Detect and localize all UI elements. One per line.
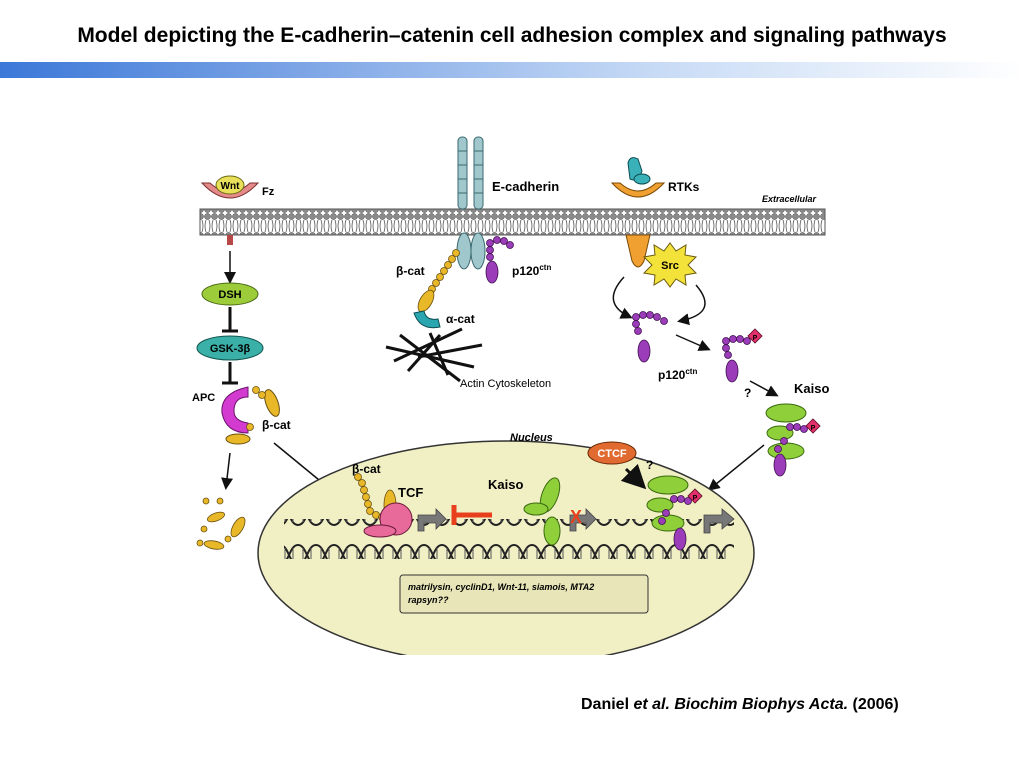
slide-title: Model depicting the E-cadherin–catenin c… bbox=[77, 24, 947, 47]
extracellular-label: Extracellular bbox=[762, 194, 817, 204]
tcf-protein bbox=[363, 502, 413, 538]
title-gradient-bar bbox=[0, 62, 1024, 78]
pathway-diagram: Extracellular Wnt Fz DSH GSK-3β APC β-ca… bbox=[192, 136, 829, 655]
transcription-arrow-1 bbox=[417, 508, 447, 532]
arrow-to-kaiso-complex bbox=[749, 380, 779, 397]
question-2: ? bbox=[646, 458, 653, 472]
actin-label: Actin Cytoskeleton bbox=[460, 378, 551, 390]
wnt-ligand bbox=[215, 175, 245, 195]
gsk3b-protein bbox=[196, 335, 264, 361]
src-kinase bbox=[642, 242, 698, 288]
p120-phosphorylated: P bbox=[722, 328, 763, 383]
cell-membrane bbox=[199, 208, 826, 236]
inhibit-gsk-apc bbox=[222, 362, 238, 385]
citation-author: Daniel bbox=[581, 696, 630, 713]
bcat-nucleus-label: β-cat bbox=[352, 462, 381, 476]
e-cadherin-label: E-cadherin bbox=[492, 179, 559, 194]
kaiso-p120-nuclear: P bbox=[646, 475, 703, 551]
e-cadherin-cytoplasmic bbox=[456, 232, 486, 270]
alpha-catenin bbox=[413, 310, 441, 329]
e-cadherin-extracellular bbox=[457, 136, 484, 210]
question-1: ? bbox=[744, 386, 751, 400]
ctcf-label: CTCF bbox=[597, 448, 627, 460]
citation-journal: et al. Biochim Biophys Acta. bbox=[633, 696, 849, 713]
actin-filaments bbox=[385, 327, 483, 383]
kaiso-nucleus-label: Kaiso bbox=[488, 477, 523, 492]
kaiso-right-label: Kaiso bbox=[794, 381, 829, 396]
target-genes-box bbox=[399, 574, 649, 614]
arrow-rtk-cycle-right bbox=[677, 284, 706, 326]
tcf-label: TCF bbox=[398, 485, 423, 500]
dsh-label: DSH bbox=[218, 289, 241, 301]
transcription-arrow-3 bbox=[703, 508, 735, 534]
arrow-rtk-cycle-left bbox=[612, 276, 633, 319]
p120-unphosphorylated bbox=[632, 311, 668, 363]
p-mark-1: P bbox=[753, 335, 758, 342]
apc-label: APC bbox=[192, 392, 215, 404]
bcat-left-label: β-cat bbox=[262, 418, 291, 432]
gsk3b-label: GSK-3β bbox=[210, 343, 251, 355]
wnt-label: Wnt bbox=[221, 181, 241, 192]
p120-membrane-label: p120ctn bbox=[512, 263, 551, 278]
arrow-ctcf bbox=[620, 463, 647, 490]
p120-right-label: p120ctn bbox=[658, 367, 697, 382]
p-mark-3: P bbox=[693, 495, 698, 502]
target-genes-line2: rapsyn?? bbox=[408, 595, 449, 605]
inhibition-bar bbox=[451, 505, 492, 525]
kaiso-p120-complex: P bbox=[765, 403, 821, 477]
bcat-membrane-label: β-cat bbox=[396, 264, 425, 278]
dsh-protein bbox=[201, 282, 259, 306]
arrow-kaiso-to-nucleus bbox=[707, 444, 765, 491]
citation-year: (2006) bbox=[852, 696, 899, 713]
inhibit-dsh-gsk bbox=[222, 307, 238, 333]
src-label: Src bbox=[661, 260, 679, 272]
kaiso-nuclear bbox=[523, 477, 561, 546]
arrow-to-degradation bbox=[221, 452, 234, 490]
beta-catenin-cytoplasm bbox=[225, 386, 280, 445]
transcription-arrow-2 bbox=[569, 508, 597, 532]
rtk-receptor bbox=[610, 157, 666, 268]
acat-label: α-cat bbox=[446, 312, 475, 326]
rtks-label: RTKs bbox=[668, 180, 700, 194]
p120-membrane bbox=[485, 236, 514, 284]
ctcf-protein bbox=[587, 441, 637, 465]
citation: Daniel et al. Biochim Biophys Acta. (200… bbox=[581, 696, 899, 714]
apc-protein bbox=[221, 386, 249, 434]
beta-catenin-membrane bbox=[417, 249, 460, 313]
degraded-beta-catenin bbox=[196, 497, 246, 550]
fz-label: Fz bbox=[262, 186, 275, 198]
nucleus-label: Nucleus bbox=[510, 432, 553, 444]
target-genes-line1: matrilysin, cyclinD1, Wnt-11, siamois, M… bbox=[408, 582, 594, 592]
x-mark: X bbox=[570, 507, 582, 527]
arrow-p120-phosphorylation bbox=[675, 334, 711, 351]
p-mark-2: P bbox=[811, 425, 816, 432]
